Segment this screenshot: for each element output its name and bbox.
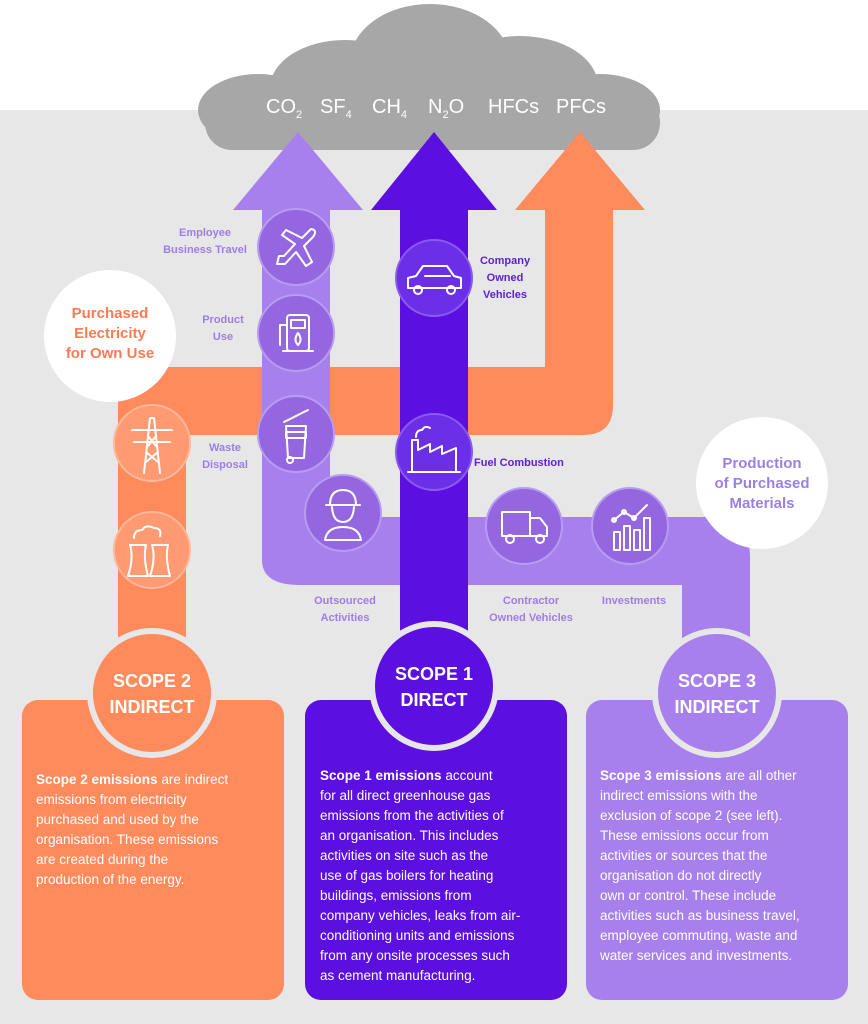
scope1-description-line: activities on site such as the (320, 848, 489, 863)
factory-icon (395, 413, 473, 491)
scope3-description-line: employee commuting, waste and (600, 928, 798, 943)
scope3-description-line: activities such as business travel, (600, 908, 800, 923)
scope3-panel (586, 700, 848, 1000)
fuel-pump-glyph (279, 314, 314, 352)
truck-icon (485, 487, 563, 565)
scope1-badge (369, 621, 499, 751)
scope3-description-line: exclusion of scope 2 (see left). (600, 808, 783, 823)
scope2-description-line: are created during the (36, 852, 169, 867)
pylon-glyph (131, 417, 173, 474)
scope1-description-line: use of gas boilers for heating (320, 868, 494, 883)
factory-glyph (407, 425, 461, 473)
gas-sf4: SF4 (320, 96, 352, 121)
worker-icon (304, 474, 382, 552)
gas-co2: CO2 (266, 96, 303, 121)
scope3-description-line: indirect emissions with the (600, 788, 758, 803)
scope2-description-line: Scope 2 emissions are indirect (36, 772, 229, 787)
scope1-panel (305, 700, 567, 1000)
scope1-description-line: for all direct greenhouse gas (320, 788, 491, 803)
chart-glyph (611, 504, 651, 551)
scope1-description-line: conditioning units and emissions (320, 928, 515, 943)
purchased-electricity-callout (44, 270, 176, 402)
bin-icon (257, 395, 335, 473)
scope3-description-line: activities or sources that the (600, 848, 768, 863)
scope1-description-line: from any onsite processes such (320, 948, 510, 963)
gas-n2o: N2O (428, 96, 465, 121)
power-plant-glyph (127, 525, 171, 577)
scope2-badge (87, 628, 217, 758)
scope1-description: Scope 1 emissions account for all direct … (320, 766, 560, 986)
car-glyph (407, 265, 462, 295)
production-materials-callout (696, 417, 828, 549)
scope1-description-line: as cement manufacturing. (320, 968, 476, 983)
scope3-description-line: organisation do not directly (600, 868, 762, 883)
scope3-description-line: These emissions occur from (600, 828, 769, 843)
scope2-path-overlay (330, 367, 545, 435)
power-plant-icon (113, 511, 191, 589)
bin-glyph (283, 409, 309, 464)
scope2-panel (22, 700, 284, 1000)
worker-glyph (324, 489, 362, 541)
scope1-description-line: buildings, emissions from (320, 888, 472, 903)
gas-pfcs: PFCs (556, 96, 606, 118)
scope3-description: Scope 3 emissions are all other indirect … (600, 766, 840, 966)
plane-glyph (276, 228, 317, 267)
gas-hfcs: HFCs (488, 96, 540, 118)
scope1-description-line: an organisation. This includes (320, 828, 499, 843)
scope1-description-line: emissions from the activities of (320, 808, 504, 823)
plane-icon (257, 208, 335, 286)
scope3-badge (652, 628, 782, 758)
scope2-description: Scope 2 emissions are indirect emissions … (36, 770, 276, 890)
scope2-description-line: organisation. These emissions (36, 832, 219, 847)
scope1-description-line: Scope 1 emissions account (320, 768, 493, 783)
gas-ch4: CH4 (372, 96, 408, 121)
scope3-description-line: own or control. These include (600, 888, 777, 903)
fuel-pump-icon (257, 294, 335, 372)
scope1-description-line: company vehicles, leaks from air- (320, 908, 521, 923)
label-fuel-combustion: Fuel Combustion (474, 457, 564, 469)
scope2-description-line: emissions from electricity (36, 792, 187, 807)
scope3-description-line: Scope 3 emissions are all other (600, 768, 797, 783)
scope2-description-line: purchased and used by the (36, 812, 199, 827)
truck-glyph (501, 511, 548, 544)
scope3-description-line: water services and investments. (600, 948, 793, 963)
label-investments: Investments (601, 595, 667, 607)
emissions-cloud (198, 4, 660, 150)
scope2-description-line: production of the energy. (36, 872, 185, 887)
car-icon (395, 239, 473, 317)
